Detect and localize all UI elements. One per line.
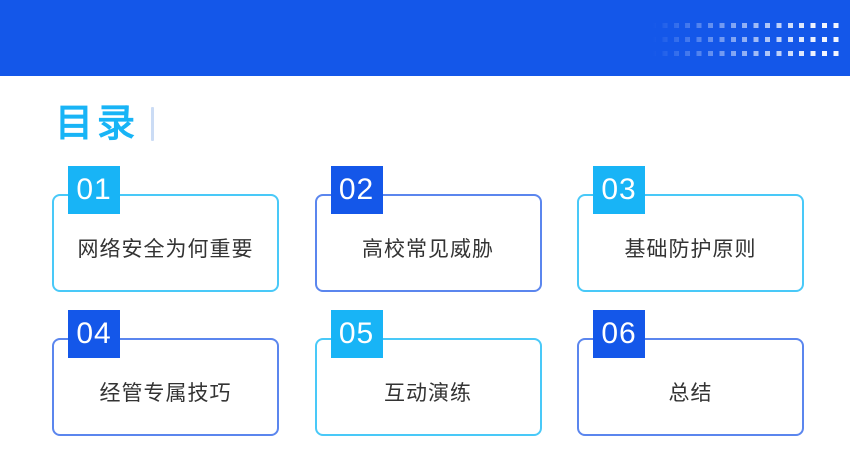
toc-card-1[interactable]: 01 网络安全为何重要 bbox=[52, 166, 279, 292]
title-divider bbox=[151, 107, 155, 141]
toc-item-label: 网络安全为何重要 bbox=[77, 238, 254, 261]
toc-number-badge: 06 bbox=[593, 310, 645, 358]
toc-grid: 01 网络安全为何重要 02 高校常见威胁 03 基础防护原则 04 经管专属技… bbox=[0, 166, 850, 436]
toc-item-label: 经管专属技巧 bbox=[99, 382, 232, 405]
toc-card-5[interactable]: 05 互动演练 bbox=[314, 310, 542, 436]
toc-item-label: 高校常见威胁 bbox=[362, 238, 494, 261]
toc-card-2[interactable]: 02 高校常见威胁 bbox=[314, 166, 542, 292]
toc-number-badge: 05 bbox=[330, 310, 383, 358]
dots-pattern-icon bbox=[649, 21, 847, 58]
toc-card-4[interactable]: 04 经管专属技巧 bbox=[52, 310, 279, 436]
dot-row bbox=[651, 51, 845, 56]
top-banner bbox=[0, 0, 850, 76]
page-title: 目录 bbox=[55, 103, 140, 145]
dot-row bbox=[651, 23, 845, 28]
dot-row bbox=[651, 37, 845, 42]
title-row: 目录 bbox=[55, 103, 850, 145]
toc-item-label: 互动演练 bbox=[384, 382, 472, 405]
toc-item-label: 总结 bbox=[668, 382, 713, 405]
toc-number-badge: 04 bbox=[68, 310, 120, 358]
toc-card-6[interactable]: 06 总结 bbox=[577, 310, 804, 436]
toc-number-badge: 03 bbox=[593, 166, 645, 214]
toc-number-badge: 01 bbox=[68, 166, 120, 214]
toc-item-label: 基础防护原则 bbox=[624, 238, 757, 261]
toc-number-badge: 02 bbox=[330, 166, 383, 214]
toc-card-3[interactable]: 03 基础防护原则 bbox=[577, 166, 804, 292]
